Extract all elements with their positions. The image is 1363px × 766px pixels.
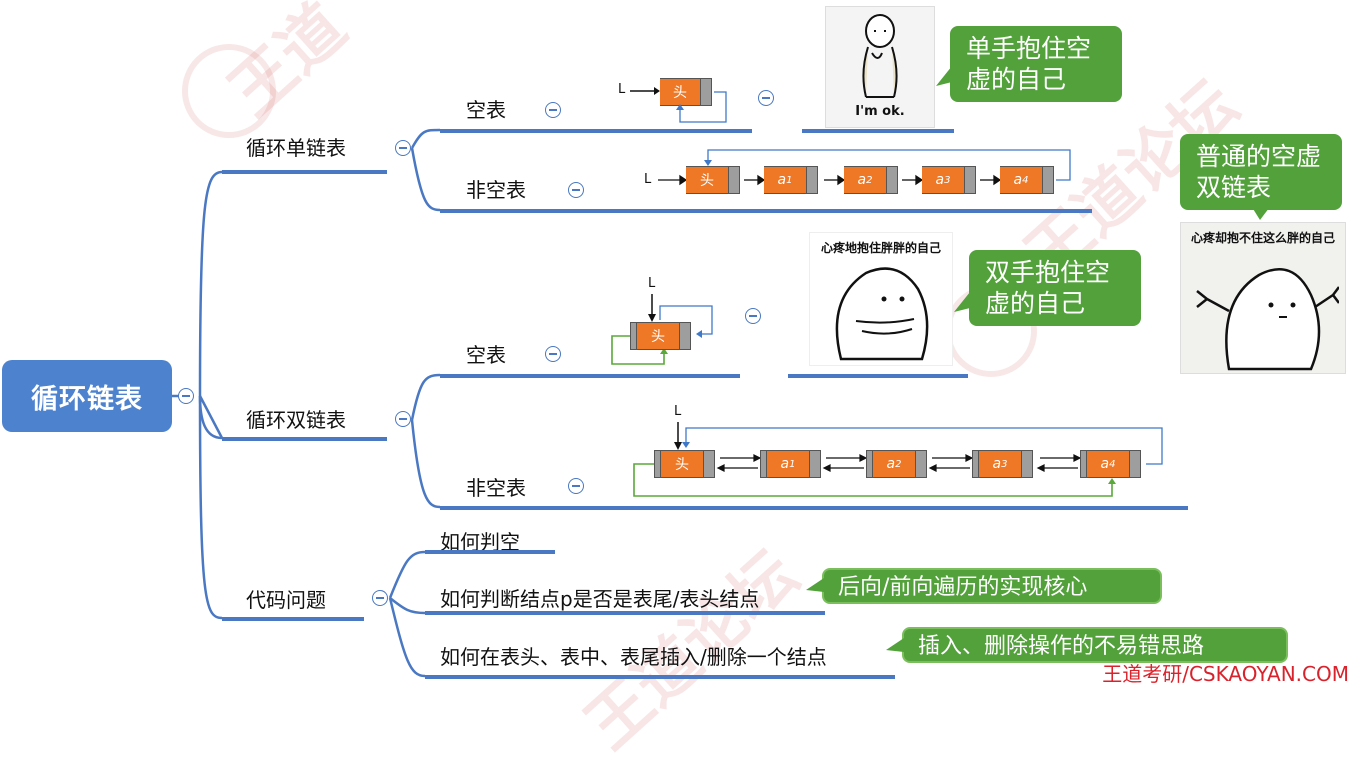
head-node: 头	[686, 166, 740, 194]
double-empty-label[interactable]: 空表	[466, 343, 506, 367]
callout-tail	[886, 638, 904, 652]
branch-code-underline	[222, 617, 364, 621]
branch-single-label[interactable]: 循环单链表	[246, 136, 346, 160]
branch-double-underline	[222, 437, 387, 441]
callout-text: 插入、删除操作的不易错思路	[918, 634, 1205, 659]
code-item-underline	[425, 550, 555, 554]
callout-single-empty: 单手抱住空虚的自己	[950, 26, 1122, 102]
double-nonempty-label[interactable]: 非空表	[466, 476, 526, 500]
callout-insert-delete: 插入、删除操作的不易错思路	[902, 627, 1288, 663]
branch-code-collapse-button[interactable]	[372, 590, 388, 606]
double-nonempty-underline	[440, 506, 1188, 510]
double-empty-diagram: L 头	[608, 276, 728, 372]
double-empty-arrows	[611, 294, 713, 365]
pointer-label: L	[618, 82, 626, 97]
double-empty-collapse-button[interactable]	[545, 346, 561, 362]
head-node-label: 头	[637, 322, 679, 350]
root-collapse-button[interactable]	[178, 388, 194, 404]
pointer-label: L	[644, 172, 652, 187]
callout-text: 单手抱住空虚的自己	[966, 34, 1092, 94]
double-empty-sub-collapse-button[interactable]	[745, 308, 761, 324]
callout-single-nonempty: 普通的空虚双链表	[1180, 134, 1342, 210]
callout-text: 双手抱住空虚的自己	[985, 258, 1111, 318]
meme-im-ok-image: I'm ok.	[825, 6, 935, 128]
head-node: 头	[660, 78, 712, 106]
pointer-label: L	[648, 276, 656, 291]
code-item-underline	[425, 675, 895, 679]
callout-text: 后向/前向遍历的实现核心	[838, 575, 1088, 600]
single-nonempty-arrows	[658, 149, 1071, 186]
footer-brand: 王道考研/CSKAOYAN.COM	[1102, 662, 1349, 686]
head-node: 头	[654, 450, 715, 478]
code-item-tail-check[interactable]: 如何判断结点p是否是表尾/表头结点	[440, 587, 760, 611]
single-empty-underline	[440, 129, 752, 133]
mindmap-connectors	[172, 128, 441, 678]
head-node-label: 头	[661, 450, 703, 478]
double-empty-sub-underline	[788, 374, 968, 378]
meme-caption: I'm ok.	[855, 104, 905, 119]
branch-code-label[interactable]: 代码问题	[246, 588, 326, 612]
root-label: 循环链表	[31, 383, 143, 415]
callout-text: 普通的空虚双链表	[1196, 142, 1322, 202]
branch-double-collapse-button[interactable]	[395, 411, 411, 427]
single-nonempty-collapse-button[interactable]	[568, 182, 584, 198]
pointer-label: L	[674, 404, 682, 419]
code-item-insert-delete[interactable]: 如何在表头、表中、表尾插入/删除一个结点	[440, 645, 827, 669]
meme-caption: 心疼却抱不住这么胖的自己	[1190, 231, 1335, 245]
single-nonempty-label[interactable]: 非空表	[466, 178, 526, 202]
double-empty-underline	[440, 374, 740, 378]
callout-double-empty: 双手抱住空虚的自己	[969, 250, 1141, 326]
head-node-label: 头	[660, 78, 700, 106]
self-loop-arrow	[676, 91, 727, 123]
double-nonempty-collapse-button[interactable]	[568, 478, 584, 494]
branch-single-collapse-button[interactable]	[395, 140, 411, 156]
callout-traverse: 后向/前向遍历的实现核心	[822, 568, 1162, 604]
meme-cant-hug-image: 心疼却抱不住这么胖的自己	[1180, 222, 1346, 374]
single-nonempty-underline	[440, 209, 1092, 213]
head-node: 头	[630, 322, 691, 350]
single-empty-diagram: L 头	[618, 76, 738, 126]
meme-caption: 心疼地抱住胖胖的自己	[820, 241, 941, 255]
chubby-figure-icon	[1196, 267, 1339, 371]
root-node[interactable]: 循环链表	[2, 360, 172, 432]
stick-figure-icon	[862, 14, 898, 98]
branch-single-underline	[222, 170, 387, 174]
single-empty-label[interactable]: 空表	[466, 98, 506, 122]
meme-hug-self-image: 心疼地抱住胖胖的自己	[809, 232, 953, 366]
single-empty-collapse-button[interactable]	[545, 102, 561, 118]
single-empty-sub-collapse-button[interactable]	[758, 90, 774, 106]
head-node-label: 头	[686, 166, 728, 194]
double-nonempty-arrows	[633, 422, 1163, 497]
callout-tail	[806, 578, 824, 592]
callout-tail	[954, 292, 970, 312]
branch-double-label[interactable]: 循环双链表	[246, 408, 346, 432]
pointer-arrow	[630, 87, 660, 95]
callout-tail	[1250, 204, 1272, 220]
single-empty-sub-underline	[802, 129, 954, 133]
callout-tail	[936, 66, 952, 86]
code-item-underline	[425, 611, 825, 615]
chubby-figure-icon	[835, 267, 929, 361]
